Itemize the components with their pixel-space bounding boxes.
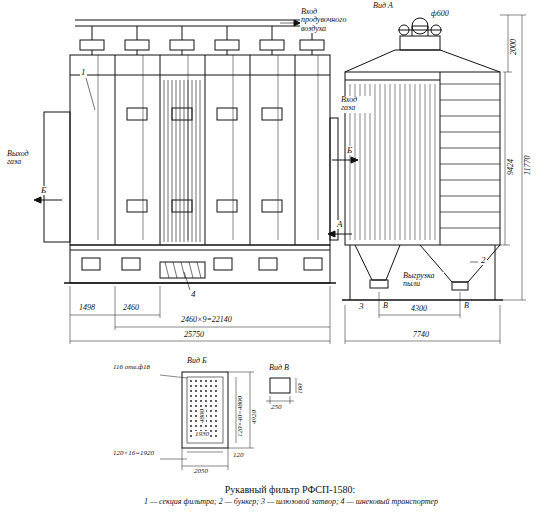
parts-list: 1 — секция фильтра; 2 — бункер; 3 — шлюз…	[110, 498, 472, 506]
view-label: Вид В	[268, 364, 290, 372]
dimension-label: 116 отв.ф18	[112, 364, 151, 371]
dimension-label: 120	[232, 452, 245, 459]
dimension-label: 9424	[507, 158, 515, 176]
view-letter: В	[382, 302, 389, 310]
dimension-label: 120×40=4800	[237, 395, 244, 438]
dimension-label: 4800	[199, 408, 206, 424]
dimension-label: 7740	[412, 331, 430, 339]
section-letter: Б	[40, 186, 47, 195]
dimension-label: ф600	[430, 10, 450, 18]
dimension-label: 250	[270, 404, 283, 411]
callout-number: 1	[80, 68, 87, 77]
dimension-label: 1498	[78, 304, 96, 312]
dimension-label: 2460	[122, 304, 140, 312]
view-label: Вид А	[372, 2, 394, 10]
callout-number: 2	[480, 256, 487, 265]
callout-number: 3	[358, 302, 365, 311]
dimension-label: 2050	[193, 468, 209, 475]
dimension-label: 160	[297, 383, 304, 396]
view-letter: А	[336, 220, 344, 229]
dimension-label: 4300	[410, 305, 428, 313]
inlet-label: Вход газа	[340, 96, 372, 113]
outlet-label: Выход газа	[6, 150, 42, 167]
figure-caption: Рукавный фильтр РФСП-1580:	[225, 484, 356, 495]
callout-number: 4	[190, 290, 197, 299]
dimension-label: 1930	[194, 431, 210, 438]
discharge-label: Выгрузка пыли	[402, 272, 444, 289]
inlet-label: Вход продувочного воздуха	[300, 8, 352, 33]
view-letter: В	[463, 302, 470, 310]
dimension-label: 2460×9=22140	[180, 316, 233, 324]
section-letter: Б	[346, 146, 353, 155]
dimension-label: 2000	[510, 38, 518, 56]
dimension-label: 4920	[251, 409, 258, 425]
dimension-label: 11770	[524, 155, 532, 176]
dimension-label: 120×16=1920	[112, 450, 155, 457]
view-label: Вид Б	[186, 357, 208, 365]
dimension-label: 25750	[183, 331, 205, 339]
